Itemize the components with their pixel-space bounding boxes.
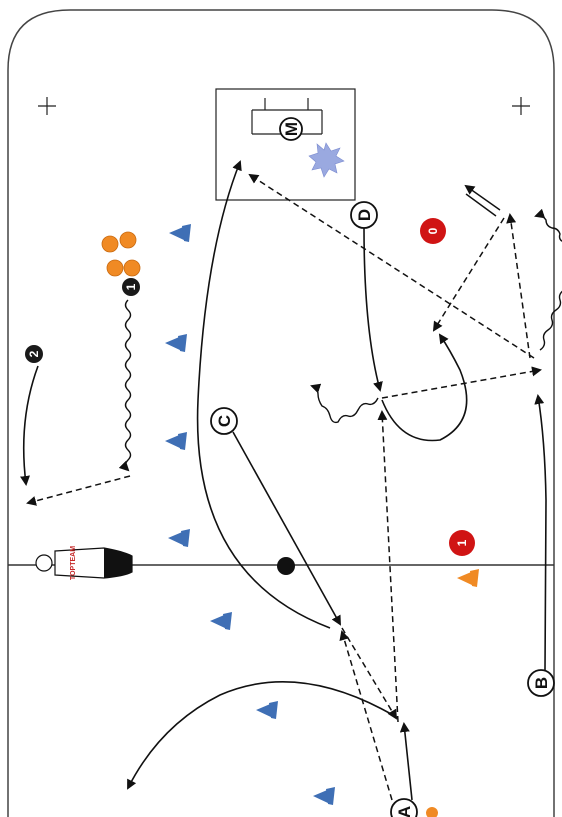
pass-path-up-center [382,412,398,722]
player-d: D [351,202,377,228]
skate-path-a [404,724,412,800]
svg-text:A: A [395,806,414,817]
goal-area [216,89,355,200]
svg-text:0: 0 [426,227,440,234]
svg-text:1: 1 [124,283,138,290]
skate-path-to-goal [198,162,330,628]
pass-path-shot [250,175,534,358]
player-b: B [528,670,554,696]
puck-carry-path-1 [126,300,131,470]
player-m: M [280,118,302,140]
wavy-path-d [312,386,378,422]
skate-path-bottom-left [128,682,398,788]
puck-stack-icon [102,232,140,276]
cone-icon [165,432,187,450]
pass-path-lower [342,628,396,718]
cone-icon [313,787,335,805]
puck-orange [426,807,438,817]
pass-path-a [342,632,392,800]
player-a: A [391,799,417,817]
cone-icon [457,569,479,587]
skate-path-c [233,432,340,624]
pass-path-right-up [510,215,530,358]
svg-text:1: 1 [455,539,469,546]
cone-icon [169,224,191,242]
black-marker-1: 1 [122,278,140,296]
pass-path-1 [28,476,130,503]
skate-path-b [538,396,546,670]
svg-text:TOPTEAM: TOPTEAM [70,546,77,580]
svg-text:2: 2 [27,350,41,357]
player-c: C [211,408,237,434]
wavy-path-right [536,216,562,351]
mannequin-icon: TOPTEAM [36,546,132,580]
svg-text:D: D [355,209,374,221]
red-marker-0: 0 [420,218,446,244]
skate-path-d [364,228,380,390]
red-marker-1: 1 [449,530,475,556]
black-marker-2: 2 [25,345,43,363]
star-icon [309,143,344,177]
svg-text:M: M [282,122,301,136]
puck [277,557,295,575]
skate-path-2 [24,366,38,484]
curl-path-d [382,335,467,441]
cone-icon [168,529,190,547]
cone-icon [210,612,232,630]
crosshair-left [38,97,56,115]
cone-icon [165,334,187,352]
svg-text:B: B [532,677,551,689]
svg-text:C: C [215,415,234,427]
cone-icon [256,701,278,719]
crosshair-right [512,97,530,115]
